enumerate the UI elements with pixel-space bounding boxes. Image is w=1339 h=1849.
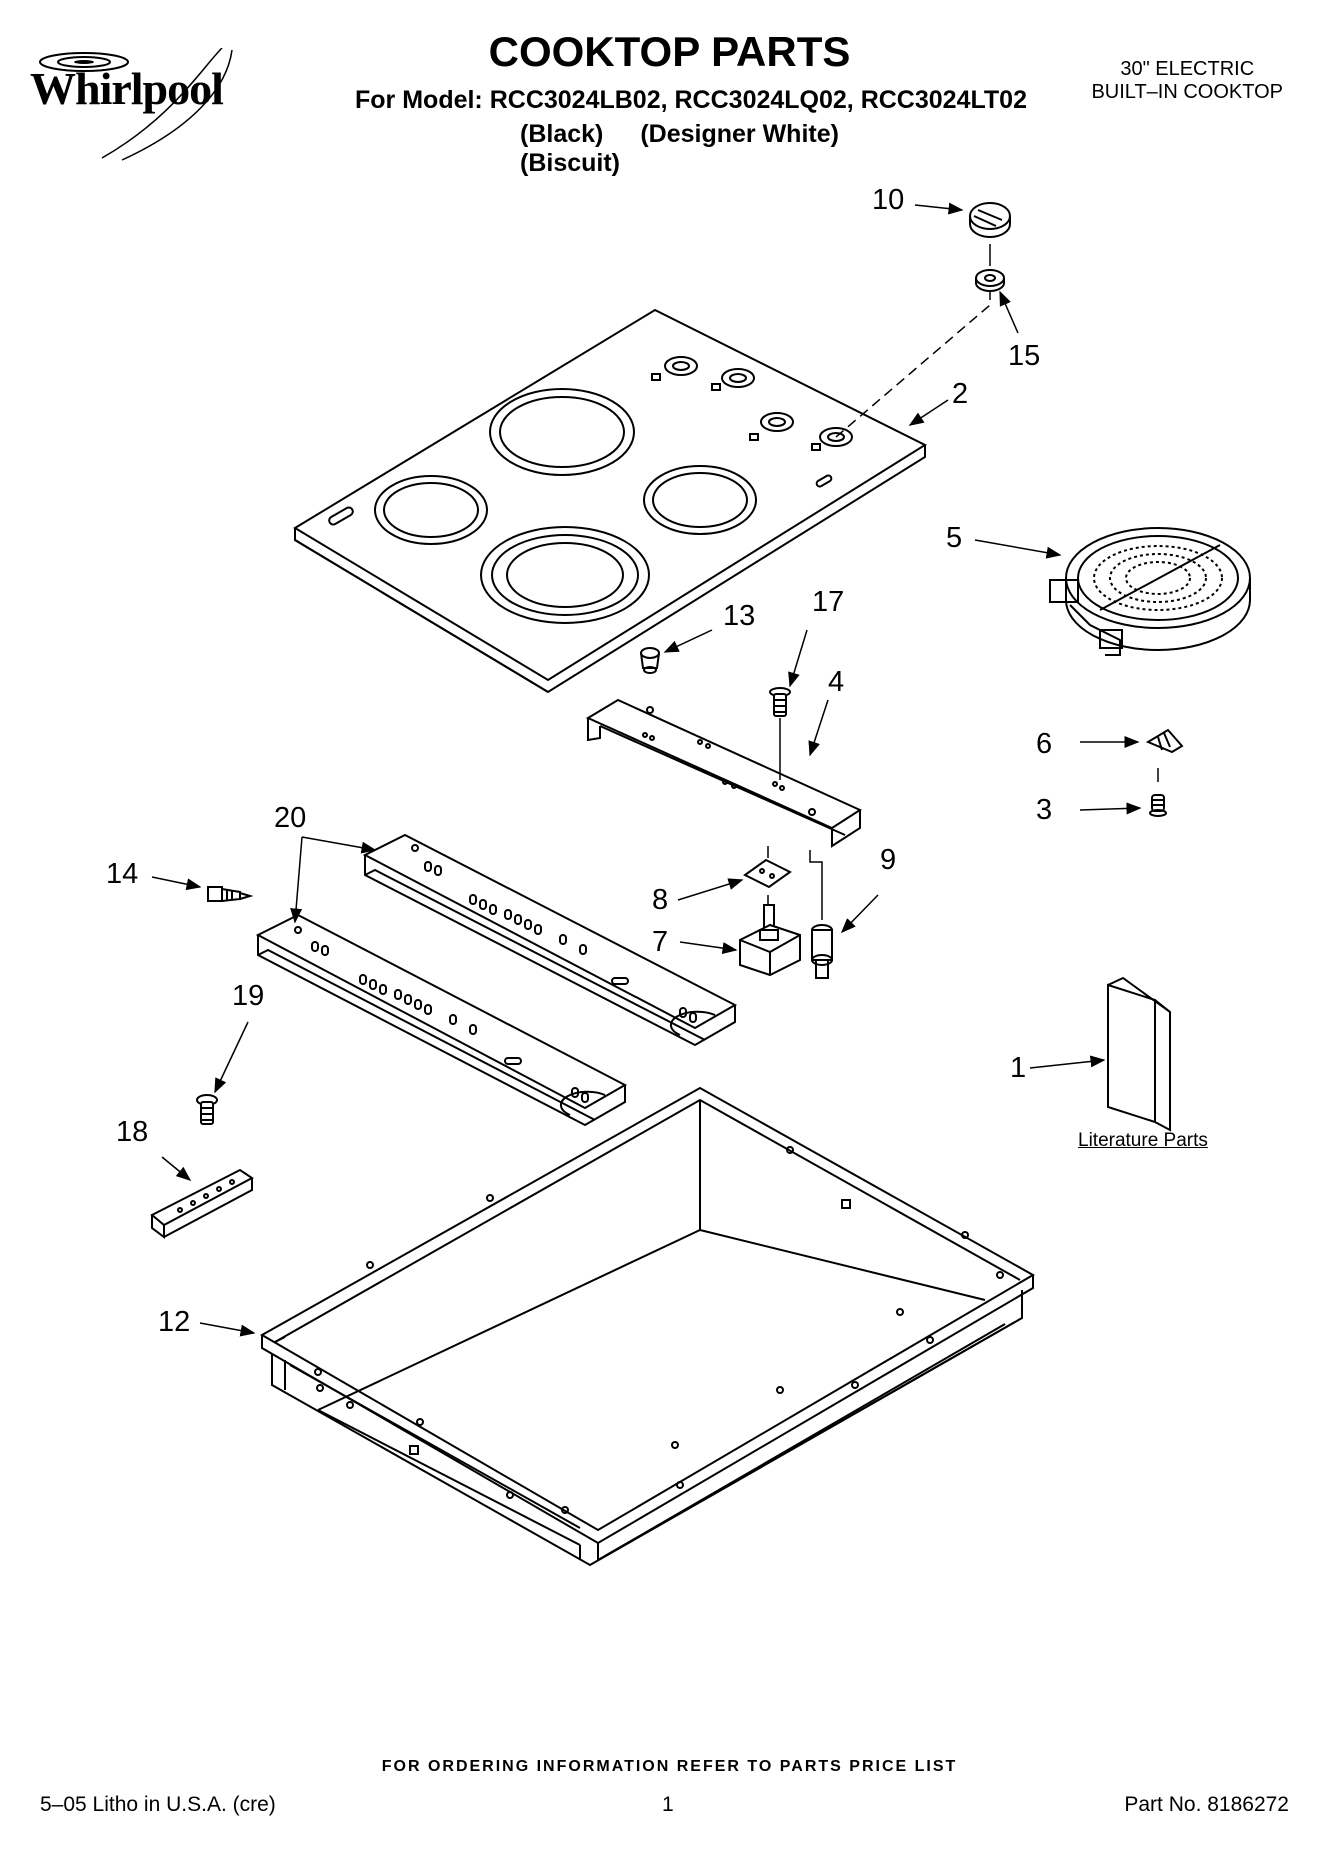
callout-12: 12 <box>158 1306 191 1338</box>
callout-15: 15 <box>1008 340 1041 372</box>
callout-20: 20 <box>274 802 307 834</box>
callout-1: 1 <box>1010 1052 1027 1084</box>
model-colors: (Black) (Designer White) (Biscuit) <box>520 120 950 178</box>
page-title: COOKTOP PARTS <box>488 28 851 75</box>
callout-17: 17 <box>812 586 845 618</box>
color-designer-white: (Designer White) <box>640 120 839 148</box>
callout-leaders <box>151 202 1142 1337</box>
terminal-block-part-18 <box>150 1168 254 1239</box>
rail-bracket-part-20-lower <box>255 913 628 1127</box>
surface-element-part-5 <box>1049 527 1251 656</box>
callout-2: 2 <box>952 378 969 410</box>
ordering-note: FOR ORDERING INFORMATION REFER TO PARTS … <box>381 1758 958 1775</box>
callout-13: 13 <box>723 600 756 632</box>
callout-4: 4 <box>828 666 845 698</box>
callout-3: 3 <box>1036 794 1053 826</box>
callout-10: 10 <box>872 184 905 216</box>
rail-bracket-part-20-upper <box>362 833 738 1047</box>
product-type-line1: 30" ELECTRIC <box>1120 58 1255 80</box>
knob-ring-part-15 <box>975 269 1005 292</box>
brand-logo: Whirlpool <box>30 63 224 114</box>
callout-5: 5 <box>946 522 963 554</box>
color-biscuit: (Biscuit) <box>520 149 620 177</box>
literature-parts-label: Literature Parts <box>1078 1130 1208 1151</box>
page-number: 1 <box>662 1793 674 1816</box>
screw-part-17 <box>769 687 791 717</box>
model-numbers: For Model: RCC3024LB02, RCC3024LQ02, RCC… <box>355 86 1027 114</box>
callout-18: 18 <box>116 1116 149 1148</box>
switch-plate-part-8 <box>743 858 792 889</box>
product-type-line2: BUILT–IN COOKTOP <box>1091 81 1283 103</box>
callout-19: 19 <box>232 980 265 1012</box>
screw-part-19 <box>196 1094 218 1125</box>
indicator-lamp-part-13 <box>640 647 660 674</box>
callout-8: 8 <box>652 884 669 916</box>
callout-9: 9 <box>880 844 897 876</box>
cooktop-glass-part-2 <box>293 308 928 694</box>
callout-6: 6 <box>1036 728 1053 760</box>
infinite-switch-part-7 <box>739 904 801 977</box>
color-black: (Black) <box>520 120 604 148</box>
callout-7: 7 <box>652 926 669 958</box>
screw-part-3 <box>1149 794 1167 817</box>
callout-14: 14 <box>106 858 139 890</box>
literature-booklet-part-1 <box>1107 976 1171 1132</box>
litho-info: 5–05 Litho in U.S.A. (cre) <box>40 1793 276 1816</box>
bracket-part-6 <box>1145 728 1184 754</box>
indicator-lamp-part-9 <box>811 924 833 979</box>
product-type: 30" ELECTRIC BUILT–IN COOKTOP <box>1091 58 1283 104</box>
control-bracket-part-4 <box>585 698 863 848</box>
whirlpool-swirl-logo <box>39 48 233 161</box>
part-number: Part No. 8186272 <box>1124 1793 1289 1816</box>
cooktop-frame-part-12 <box>259 1086 1036 1567</box>
knob-part-10 <box>969 202 1011 238</box>
screw-part-14 <box>207 886 254 902</box>
